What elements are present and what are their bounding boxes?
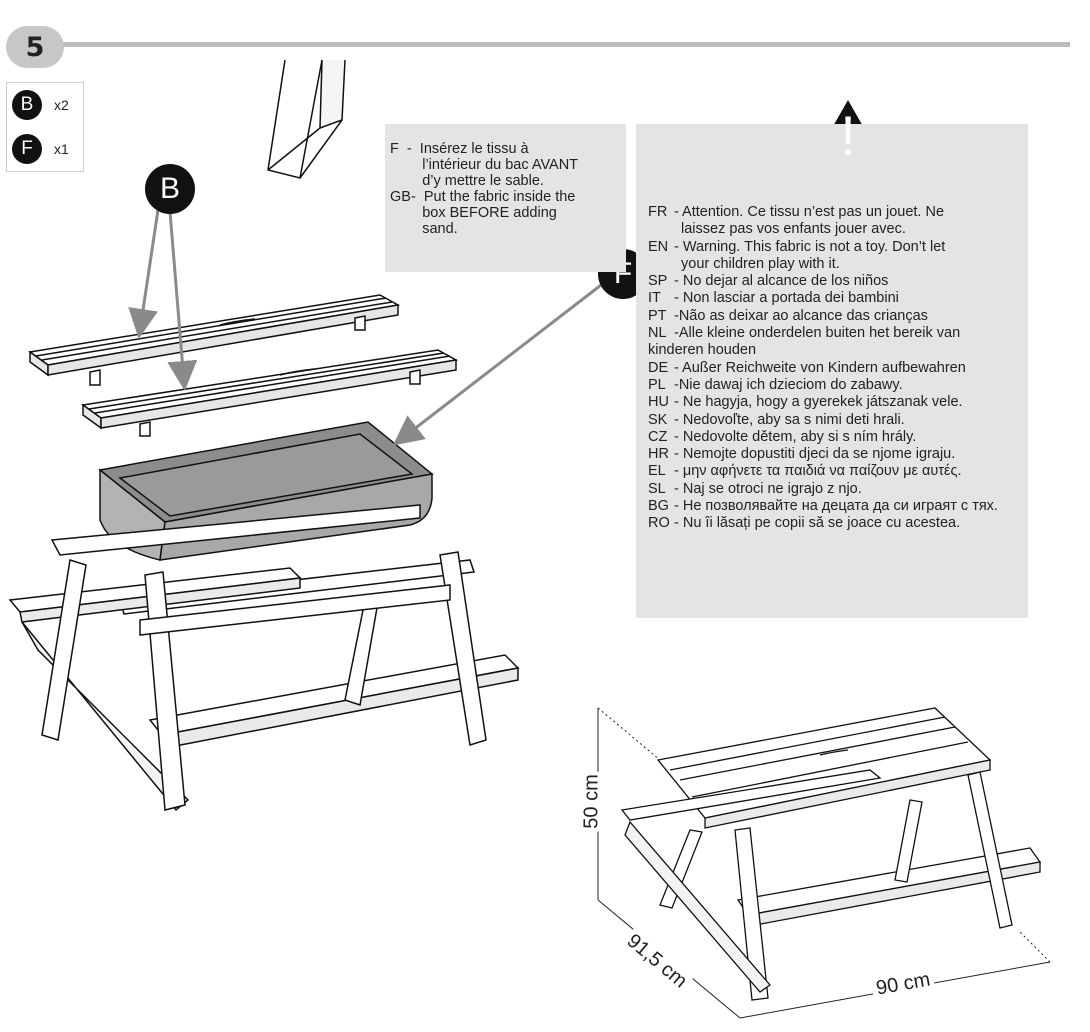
callout-arrows bbox=[128, 209, 606, 446]
warning-translations: FR- Attention. Ce tissu n’est pas un jou… bbox=[648, 204, 1026, 533]
warning-item-ro: RO- Nu îi lăsați pe copii să se joace cu… bbox=[648, 515, 961, 532]
warning-item-sl: SL- Naj se otroci ne igrajo z njo. bbox=[648, 480, 862, 497]
part-letter: F bbox=[12, 134, 42, 164]
warning-item-fr-cont: laissez pas vos enfants jouer avec. bbox=[681, 221, 906, 238]
picnic-table bbox=[8, 504, 520, 812]
warning-item-nl: NL-Alle kleine onderdelen buiten het ber… bbox=[648, 325, 961, 342]
warning-item-nl-cont: kinderen houden bbox=[648, 342, 757, 359]
warning-item-hr: HR- Nemojte dopustiti djeci da se njome … bbox=[648, 446, 956, 463]
note-line: l’intérieur du bac AVANT bbox=[390, 157, 579, 173]
note-line: GB- Put the fabric inside the bbox=[390, 189, 576, 205]
fabric-note-panel bbox=[385, 124, 626, 272]
warning-item-de: DE- Außer Reichweite von Kindern aufbewa… bbox=[648, 359, 966, 376]
part-item-f: F x1 bbox=[12, 134, 69, 164]
warning-item-fr: FR- Attention. Ce tissu n’est pas un jou… bbox=[648, 204, 945, 220]
part-item-b: B x2 bbox=[12, 90, 69, 120]
warning-item-sk: SK- Nedovoľte, aby sa s nimi deti hrali. bbox=[648, 411, 905, 428]
warning-item-en: EN- Warning. This fabric is not a toy. D… bbox=[648, 238, 946, 255]
part-quantity: x1 bbox=[54, 141, 69, 157]
warning-exclamation: ! bbox=[840, 104, 856, 167]
callout-b: B bbox=[145, 164, 195, 214]
step-number-badge: 5 bbox=[6, 26, 64, 68]
warning-item-hu: HU- Ne hagyja, hogy a gyerekek játszanak… bbox=[648, 394, 963, 411]
note-line: box BEFORE adding bbox=[390, 205, 557, 221]
warning-item-el: EL- μην αφήνετε τα παιδιά να παίζουν με … bbox=[648, 463, 962, 480]
warning-item-en-cont: your children play with it. bbox=[681, 255, 840, 272]
fabric-note-text: F - Insérez le tissu à l’intérieur du ba… bbox=[390, 141, 626, 237]
warning-item-sp: SP- No dejar al alcance de los niños bbox=[648, 273, 889, 290]
note-line: sand. bbox=[390, 221, 458, 237]
warning-item-bg: BG- Не позволявайте на децата да си игра… bbox=[648, 498, 998, 515]
warning-panel bbox=[636, 124, 1028, 618]
parts-list: B x2 F x1 bbox=[6, 82, 84, 172]
dimension-height-label: 50 cm bbox=[580, 771, 604, 832]
warning-item-pt: PT-Não as deixar ao alcance das crianças bbox=[648, 307, 928, 324]
part-letter: B bbox=[12, 90, 42, 120]
part-quantity: x2 bbox=[54, 97, 69, 113]
assembled-table bbox=[620, 707, 1042, 1001]
warning-item-pl: PL-Nie dawaj ich dzieciom do zabawy. bbox=[648, 376, 903, 393]
step-header-rule bbox=[40, 42, 1070, 47]
note-line: d’y mettre le sable. bbox=[390, 173, 544, 189]
bench-plank-lower bbox=[81, 349, 459, 437]
note-line: F - Insérez le tissu à bbox=[390, 141, 529, 157]
warning-item-cz: CZ- Nedovolte dětem, aby si s ním hrály. bbox=[648, 428, 917, 445]
bench-plank-upper bbox=[28, 294, 401, 386]
warning-item-it: IT- Non lasciar a portada dei bambini bbox=[648, 290, 899, 307]
falling-leg bbox=[267, 59, 346, 179]
